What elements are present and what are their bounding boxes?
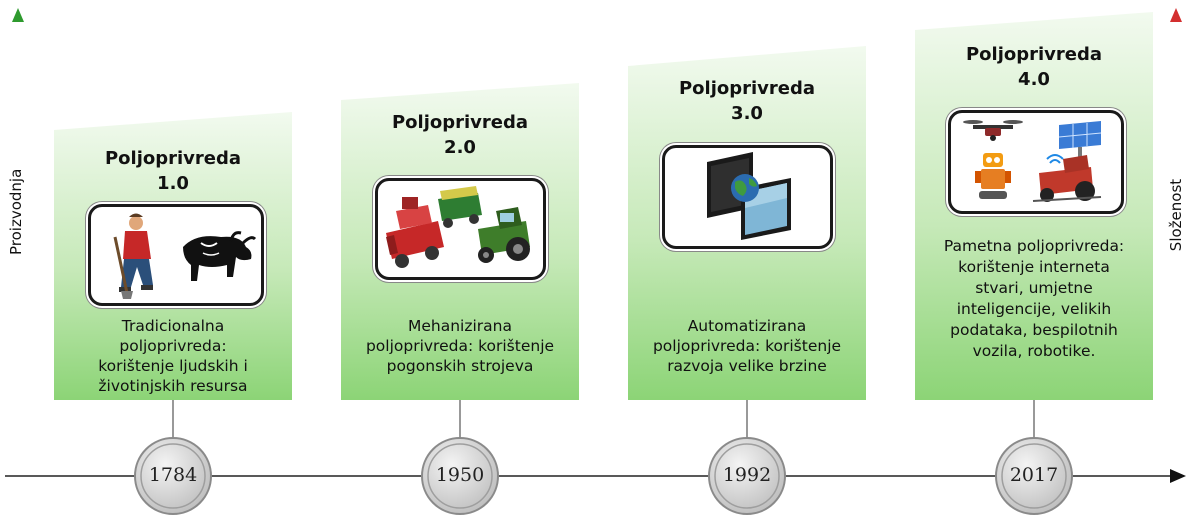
drone-icon bbox=[963, 120, 1023, 141]
farmer-icon bbox=[113, 213, 153, 299]
era-image-3 bbox=[662, 145, 833, 249]
era-title-2: Poljoprivreda 2.0 bbox=[391, 112, 529, 158]
year-circle-3 bbox=[708, 437, 786, 515]
tractor-icon bbox=[478, 207, 530, 263]
solar-panel-icon bbox=[1058, 121, 1102, 161]
era-title-3: Poljoprivreda 3.0 bbox=[678, 78, 816, 124]
complexity-axis-label: Složenost bbox=[1167, 178, 1185, 252]
year-label-3: 1992 bbox=[722, 464, 772, 486]
timeline-arrowhead bbox=[1170, 469, 1186, 483]
era-image-1 bbox=[88, 204, 264, 306]
year-circle-4 bbox=[995, 437, 1073, 515]
year-label-1: 1784 bbox=[148, 464, 198, 486]
production-axis-arrowhead bbox=[12, 8, 24, 22]
era-title-4: Poljoprivreda 4.0 bbox=[965, 44, 1103, 90]
bull-icon bbox=[183, 231, 257, 281]
era-image-4 bbox=[948, 110, 1124, 214]
harvester-icon bbox=[386, 197, 444, 268]
year-label-4: 2017 bbox=[1009, 464, 1059, 486]
year-circle-2 bbox=[421, 437, 499, 515]
complexity-axis-arrowhead bbox=[1170, 8, 1182, 22]
production-axis-label: Proizvodnja bbox=[7, 168, 25, 255]
era-description-1: Tradicionalna poljoprivreda: korištenje … bbox=[98, 317, 248, 395]
year-circle-1 bbox=[134, 437, 212, 515]
era-description-3: Automatizirana poljoprivreda: korištenje… bbox=[652, 317, 842, 375]
hay-trailer-icon bbox=[438, 186, 482, 228]
robot-icon bbox=[975, 153, 1011, 199]
globe-icon bbox=[731, 174, 759, 202]
era-description-2: Mehanizirana poljoprivreda: korištenje p… bbox=[365, 317, 555, 375]
era-image-2 bbox=[375, 178, 546, 280]
smart-tractor-icon bbox=[1032, 155, 1102, 202]
era-description-4: Pametna poljoprivreda: korištenje intern… bbox=[943, 237, 1125, 360]
wifi-icon bbox=[1046, 154, 1064, 164]
year-label-2: 1950 bbox=[435, 464, 485, 486]
era-title-1: Poljoprivreda 1.0 bbox=[104, 148, 242, 194]
